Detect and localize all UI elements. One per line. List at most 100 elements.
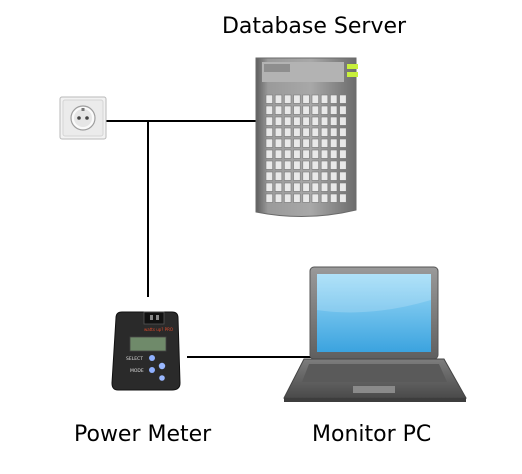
server-vent-cell <box>293 182 301 192</box>
server-vent-cell <box>339 160 347 170</box>
meter-display <box>129 336 167 352</box>
meter-select-text: SELECT <box>126 356 143 362</box>
server-vent-cell <box>339 105 347 115</box>
server-vent-cell <box>302 149 310 159</box>
meter-brand-text: watts up? PRO <box>144 327 173 332</box>
server-vent-cell <box>320 149 329 159</box>
server-vent-cell <box>330 149 338 159</box>
server-vent-cell <box>284 116 292 126</box>
server-vent-cell <box>284 105 292 115</box>
server-vent-cell <box>265 116 273 126</box>
server-vent-cell <box>302 171 310 181</box>
server-vent-cell <box>311 94 319 104</box>
server-vent-cell <box>330 193 338 203</box>
server-vent-cell <box>339 138 347 148</box>
server-vent-cell <box>330 138 338 148</box>
server-vent-cell <box>330 116 338 126</box>
server-vent-cell <box>339 193 347 203</box>
server-vent-cell <box>293 138 301 148</box>
laptop-touchpad <box>353 386 395 393</box>
connection-wires <box>106 120 312 358</box>
server-vent-cell <box>302 182 310 192</box>
server-vent-cell <box>302 127 310 137</box>
server-vent-cell <box>265 127 273 137</box>
server-vent-cell <box>320 127 329 137</box>
laptop-icon <box>283 266 467 402</box>
server-vent-cell <box>265 160 273 170</box>
server-vent-cell <box>330 182 338 192</box>
server-vent-cell <box>311 127 319 137</box>
server-vent-cell <box>320 182 329 192</box>
server-vent-cell <box>265 138 273 148</box>
server-vent-cell <box>274 105 283 115</box>
server-vent-cell <box>339 182 347 192</box>
server-vent-cell <box>339 94 347 104</box>
server-vent-cell <box>330 171 338 181</box>
server-led <box>347 72 358 77</box>
server-vent-cell <box>302 193 310 203</box>
monitor-pc-label: Monitor PC <box>312 422 432 447</box>
server-vent-cell <box>311 193 319 203</box>
server-vent-cell <box>284 138 292 148</box>
server-vent-cell <box>293 127 301 137</box>
meter-down-button[interactable] <box>159 375 165 381</box>
server-vent-cell <box>265 193 273 203</box>
wall-socket-icon <box>59 96 107 140</box>
server-led <box>347 64 358 69</box>
power-meter-icon: watts up? PRO SELECT MODE <box>111 311 181 391</box>
server-vent-cell <box>284 171 292 181</box>
server-vent-cell <box>293 171 301 181</box>
server-vent-cell <box>274 160 283 170</box>
server-vent-cell <box>330 105 338 115</box>
meter-select-button[interactable] <box>149 355 155 361</box>
meter-mode-button[interactable] <box>149 367 155 373</box>
server-vent-cell <box>339 171 347 181</box>
server-vent-cell <box>320 105 329 115</box>
server-vent-cell <box>284 160 292 170</box>
server-vent-cell <box>293 116 301 126</box>
server-vent-cell <box>339 116 347 126</box>
database-server-icon <box>255 57 358 218</box>
server-vent-cell <box>302 138 310 148</box>
server-vent-cell <box>311 105 319 115</box>
server-vent-cell <box>274 171 283 181</box>
power-meter-label: Power Meter <box>74 422 212 447</box>
server-vent-cell <box>320 138 329 148</box>
server-vent-cell <box>274 149 283 159</box>
server-vent-cell <box>284 182 292 192</box>
server-vent-cell <box>274 193 283 203</box>
server-vent-cell <box>265 105 273 115</box>
laptop-screen <box>317 274 431 352</box>
server-vent-cell <box>320 171 329 181</box>
server-vent-cell <box>330 94 338 104</box>
server-vent-cell <box>284 193 292 203</box>
server-vent-cell <box>265 171 273 181</box>
server-vent-cell <box>284 127 292 137</box>
server-vent-cell <box>302 116 310 126</box>
server-vent-cell <box>330 127 338 137</box>
server-vent-cell <box>320 94 329 104</box>
server-vent-cell <box>320 116 329 126</box>
server-vent-cell <box>311 182 319 192</box>
server-vent-cell <box>302 105 310 115</box>
server-vent-cell <box>311 160 319 170</box>
server-vent-cell <box>274 182 283 192</box>
server-label: Database Server <box>221 14 407 39</box>
server-vent-cell <box>311 171 319 181</box>
server-vent-cell <box>293 105 301 115</box>
server-vent-cell <box>274 116 283 126</box>
server-vent-grid <box>265 94 347 203</box>
server-vent-cell <box>339 149 347 159</box>
server-vent-cell <box>274 94 283 104</box>
server-vent-cell <box>330 160 338 170</box>
server-vent-cell <box>265 182 273 192</box>
server-vent-cell <box>284 94 292 104</box>
server-vent-cell <box>293 193 301 203</box>
meter-up-button[interactable] <box>158 362 166 370</box>
server-vent-cell <box>302 94 310 104</box>
server-vent-cell <box>265 94 273 104</box>
server-vent-cell <box>284 149 292 159</box>
server-vent-cell <box>320 160 329 170</box>
server-vent-cell <box>311 116 319 126</box>
